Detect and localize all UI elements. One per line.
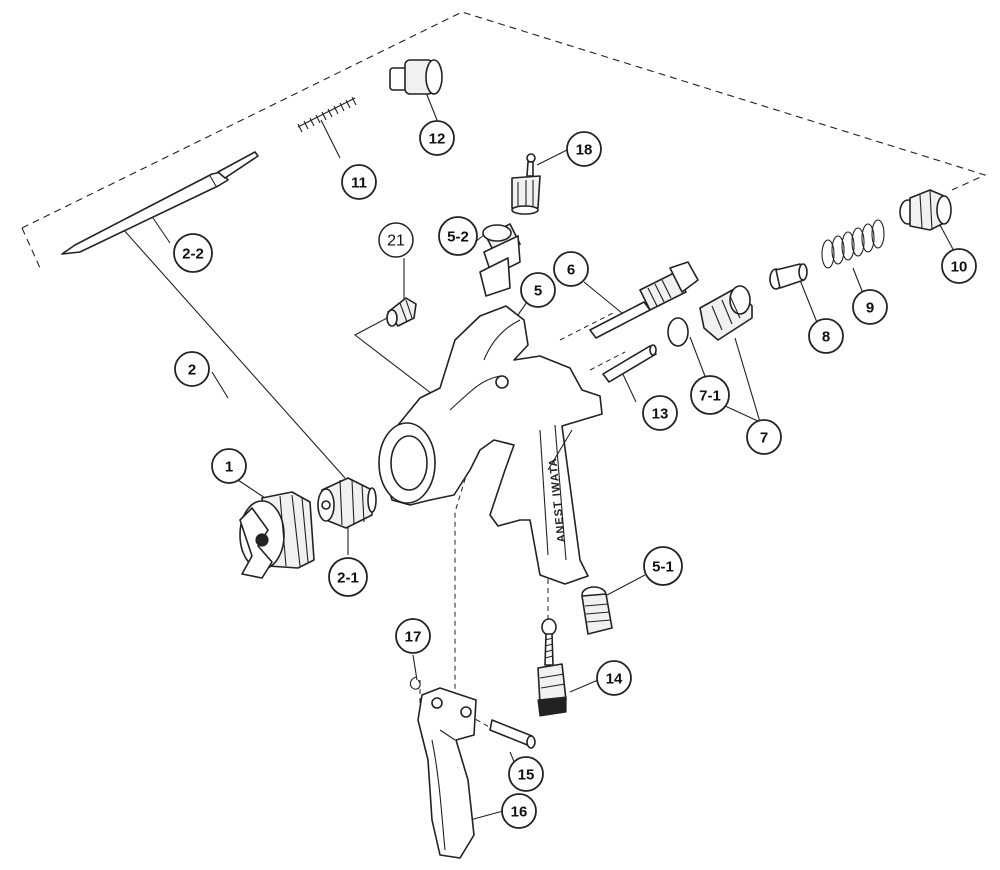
callout-5: 5	[520, 272, 556, 308]
callout-2-2: 2-2	[173, 233, 213, 273]
trigger-part-16	[417, 687, 477, 859]
callout-11: 11	[341, 164, 377, 200]
callout-label: 2-2	[182, 246, 204, 263]
callout-label: 15	[518, 767, 535, 784]
assembly-boundary	[21, 11, 987, 229]
callout-label: 2	[188, 362, 196, 379]
callout-label: 18	[576, 142, 593, 159]
oring-part-7-1	[667, 317, 689, 347]
air-valve-part-5-2	[479, 223, 521, 297]
pin-part-13	[602, 344, 657, 383]
callout-13: 13	[642, 395, 678, 431]
callout-label: 7-1	[699, 388, 721, 405]
callout-label: 17	[405, 629, 422, 646]
callout-label: 1	[225, 459, 233, 476]
callout-7-1: 7-1	[690, 375, 730, 415]
pin-part-8	[769, 263, 808, 290]
needle-part	[61, 151, 259, 255]
spreader-valve-part-14	[537, 618, 567, 717]
callout-label: 8	[822, 329, 830, 346]
callout-5-2: 5-2	[438, 216, 478, 256]
spring-part-9	[821, 219, 885, 269]
callout-8: 8	[808, 318, 844, 354]
fluid-nozzle-part-2-1	[317, 477, 377, 529]
callout-label: 5	[534, 283, 542, 300]
callout-18: 18	[566, 131, 602, 167]
callout-label: 12	[429, 131, 446, 148]
callout-label: 16	[511, 804, 528, 821]
adjusting-screw-part-10	[899, 189, 952, 231]
callout-1: 1	[211, 448, 247, 484]
air-cap-part-1	[239, 491, 315, 579]
callout-label: 6	[567, 262, 575, 279]
assembly-boundary-left	[21, 227, 41, 269]
callout-label: 9	[866, 300, 874, 317]
callout-label: 7	[760, 430, 768, 447]
callout-12: 12	[419, 120, 455, 156]
callout-label: 11	[351, 175, 367, 192]
callout-21: 21	[378, 222, 414, 258]
callout-2: 2	[174, 351, 210, 387]
fitting-part-21	[386, 297, 417, 327]
callout-label: 13	[652, 406, 669, 423]
trigger-pin-part-15	[489, 719, 536, 749]
callout-14: 14	[596, 660, 632, 696]
callout-9: 9	[852, 289, 888, 325]
fitting-part-12	[389, 59, 443, 95]
callout-6: 6	[553, 251, 589, 287]
clip-part-17	[409, 676, 421, 690]
gun-body-part-5: ANEST IWATA	[378, 305, 603, 585]
callout-label: 10	[951, 259, 968, 276]
valve-seat-part-7	[699, 285, 753, 341]
callout-7: 7	[746, 419, 782, 455]
callout-label: 21	[387, 233, 405, 250]
callout-15: 15	[508, 756, 544, 792]
valve-part-18	[511, 153, 541, 215]
spring-part-11	[297, 96, 357, 133]
callout-17: 17	[395, 618, 431, 654]
callout-label: 5-1	[652, 559, 674, 576]
callout-label: 2-1	[337, 570, 359, 587]
needle-packing-part-6	[589, 261, 699, 339]
callout-label: 5-2	[447, 229, 469, 246]
callout-5-1: 5-1	[643, 546, 683, 586]
callout-10: 10	[941, 248, 977, 284]
callout-2-1: 2-1	[328, 557, 368, 597]
air-inlet-part-5-1	[581, 586, 613, 635]
callout-16: 16	[501, 793, 537, 829]
callout-label: 14	[606, 671, 623, 688]
